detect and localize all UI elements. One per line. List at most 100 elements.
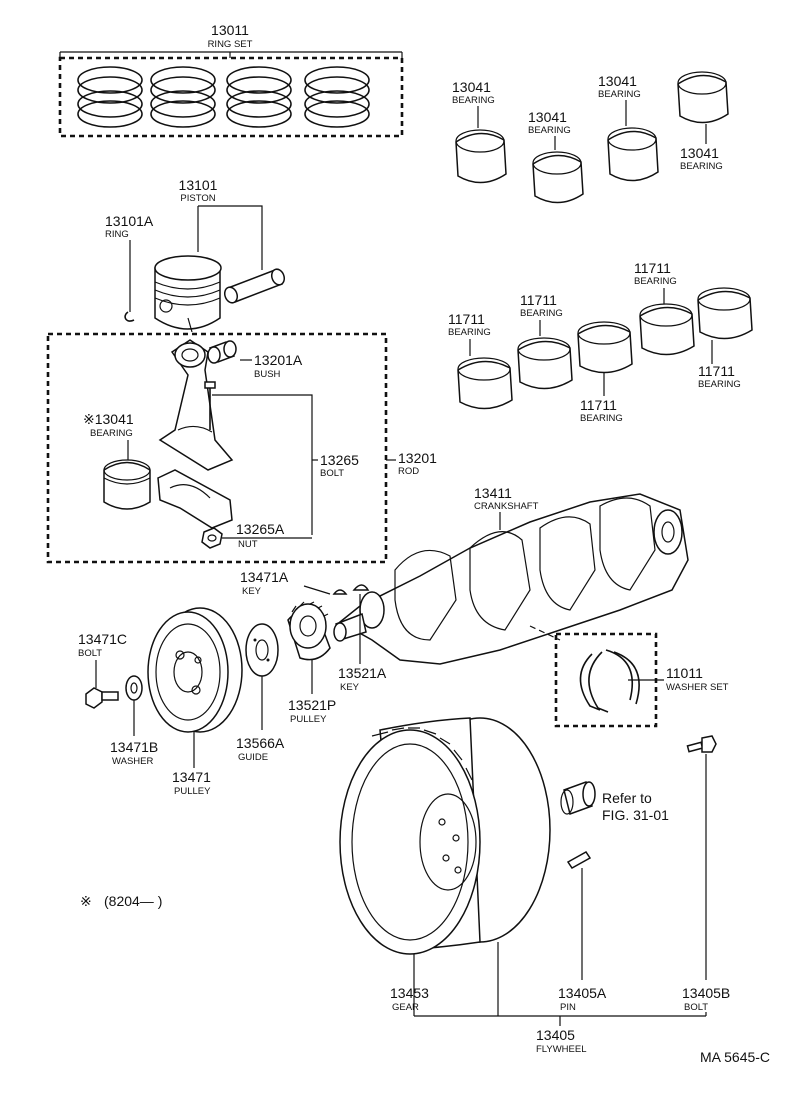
piston-ring-stack-4 <box>304 66 370 128</box>
piston-drawing <box>154 255 222 333</box>
rod-bearing-name: BEARING <box>90 428 133 439</box>
washer-set-group: 11011 WASHER SET <box>554 632 729 728</box>
date-note: ※ (8204— ) <box>80 893 162 909</box>
bush-name: BUSH <box>254 369 281 380</box>
main-bearing-1-drawing <box>457 357 513 410</box>
crank-bearing-4-number: 13041 <box>680 145 719 161</box>
crank-bearing-3-number: 13041 <box>598 73 637 89</box>
key-b-name: KEY <box>340 682 360 693</box>
main-bearing-4-drawing <box>639 303 695 356</box>
rod-bearing-number: ※13041 <box>83 411 134 427</box>
rod-nut-name: NUT <box>238 539 258 550</box>
ring-number: 13101A <box>105 213 154 229</box>
timing-pulley-name: PULLEY <box>290 714 327 725</box>
main-bearing-group: 11711 BEARING 11711 BEARING 11711 BEARIN… <box>448 260 753 424</box>
crank-pulley-group: 13471 PULLEY 13471B WASHER 13471C BOLT <box>78 607 243 797</box>
crankshaft-number: 13411 <box>474 485 512 501</box>
piston-number: 13101 <box>179 177 218 193</box>
main-bearing-1-number: 11711 <box>448 311 485 327</box>
crank-pulley-drawing <box>147 607 243 733</box>
washer-set-name: WASHER SET <box>666 682 729 693</box>
key-b-number: 13521A <box>338 665 387 681</box>
main-bearing-3-name: BEARING <box>580 413 623 424</box>
gear-name: GEAR <box>392 1002 419 1013</box>
keys-group: 13471A KEY 13521A KEY <box>240 569 387 693</box>
ring-set-number: 13011 <box>211 22 249 38</box>
gear-number: 13453 <box>390 985 429 1001</box>
washer-name: WASHER <box>112 756 153 767</box>
bush-number: 13201A <box>254 352 303 368</box>
crank-bearing-1-number: 13041 <box>452 79 491 95</box>
crank-bearing-2-name: BEARING <box>528 125 571 136</box>
crank-bearing-1-drawing <box>455 129 507 184</box>
pulley-bolt-number: 13471C <box>78 631 127 647</box>
crank-bearing-4-name: BEARING <box>680 161 723 172</box>
main-bearing-4-name: BEARING <box>634 276 677 287</box>
main-bearing-1-name: BEARING <box>448 327 491 338</box>
piston-ring-stack-3 <box>226 66 292 128</box>
crank-bearing-3-name: BEARING <box>598 89 641 100</box>
main-bearing-5-drawing <box>697 287 753 340</box>
flywheel-group: 13453 GEAR Refer to FIG. 31-01 13405A PI… <box>339 717 730 1055</box>
ring-set-group: 13011 RING SET <box>58 22 404 138</box>
bush-drawing <box>207 340 237 364</box>
piston-group: 13101 PISTON 13101A RING <box>105 177 286 333</box>
piston-name: PISTON <box>180 193 215 204</box>
date-note-symbol: ※ <box>80 893 92 909</box>
pilot-bearing-drawing <box>560 781 596 815</box>
snap-ring-drawing <box>124 311 135 322</box>
rod-group: 13201A BUSH 13265 BOLT ※13041 BEARING 13… <box>46 332 437 564</box>
pin-name: PIN <box>560 1002 576 1013</box>
crankshaft-drawing <box>333 493 689 665</box>
pulley-bolt-name: BOLT <box>78 648 102 659</box>
rod-dashed-frame <box>46 332 388 564</box>
main-bearing-3-drawing <box>577 321 633 374</box>
piston-pin-drawing <box>223 268 286 304</box>
guide-drawing <box>245 623 279 677</box>
ring-set-dashed-frame <box>58 56 404 138</box>
main-bearing-2-name: BEARING <box>520 308 563 319</box>
piston-ring-stack-1 <box>77 66 143 128</box>
rod-bolt-drawing <box>204 381 216 430</box>
date-note-text: (8204— ) <box>104 893 162 909</box>
crank-pulley-number: 13471 <box>172 769 211 785</box>
crankshaft-name: CRANKSHAFT <box>474 501 539 512</box>
key-a-name: KEY <box>242 586 262 597</box>
flywheel-bolt-name: BOLT <box>684 1002 708 1013</box>
flywheel-name: FLYWHEEL <box>536 1044 587 1055</box>
refer-line-2: FIG. 31-01 <box>602 807 669 823</box>
guide-number: 13566A <box>236 735 285 751</box>
ring-set-name: RING SET <box>208 39 253 50</box>
washer-number: 13471B <box>110 739 158 755</box>
flywheel-bolt-number: 13405B <box>682 985 730 1001</box>
rod-bearing-drawing <box>103 459 151 510</box>
key-a-number: 13471A <box>240 569 289 585</box>
pin-drawing <box>566 851 592 869</box>
timing-pulley-group: 13521P PULLEY 13566A GUIDE <box>236 601 336 763</box>
rod-drawing <box>158 339 234 471</box>
timing-pulley-drawing <box>287 601 331 661</box>
rod-nut-number: 13265A <box>236 521 285 537</box>
flywheel-number: 13405 <box>536 1027 575 1043</box>
piston-ring-stack-2 <box>150 66 216 128</box>
rod-nut-drawing <box>201 527 223 549</box>
flywheel-bolt-drawing <box>686 735 717 753</box>
thrust-washer-drawing <box>579 649 640 713</box>
main-bearing-5-number: 11711 <box>698 363 735 379</box>
crank-bearing-3-drawing <box>607 127 659 182</box>
refer-line-1: Refer to <box>602 790 652 806</box>
main-bearing-3-number: 11711 <box>580 397 617 413</box>
crank-pulley-name: PULLEY <box>174 786 211 797</box>
crank-bearing-2-drawing <box>532 151 584 204</box>
ring-name: RING <box>105 229 129 240</box>
crank-bearing-1-name: BEARING <box>452 95 495 106</box>
main-bearing-4-number: 11711 <box>634 260 671 276</box>
key-a-drawing <box>332 589 348 595</box>
guide-name: GUIDE <box>238 752 268 763</box>
crank-bearing-group: 13041 BEARING 13041 BEARING 13041 BEARIN… <box>452 71 729 204</box>
crankshaft-group: 13411 CRANKSHAFT <box>333 485 689 665</box>
rod-bolt-number: 13265 <box>320 452 359 468</box>
rod-bolt-name: BOLT <box>320 468 344 479</box>
crank-bearing-4-drawing <box>677 71 729 124</box>
